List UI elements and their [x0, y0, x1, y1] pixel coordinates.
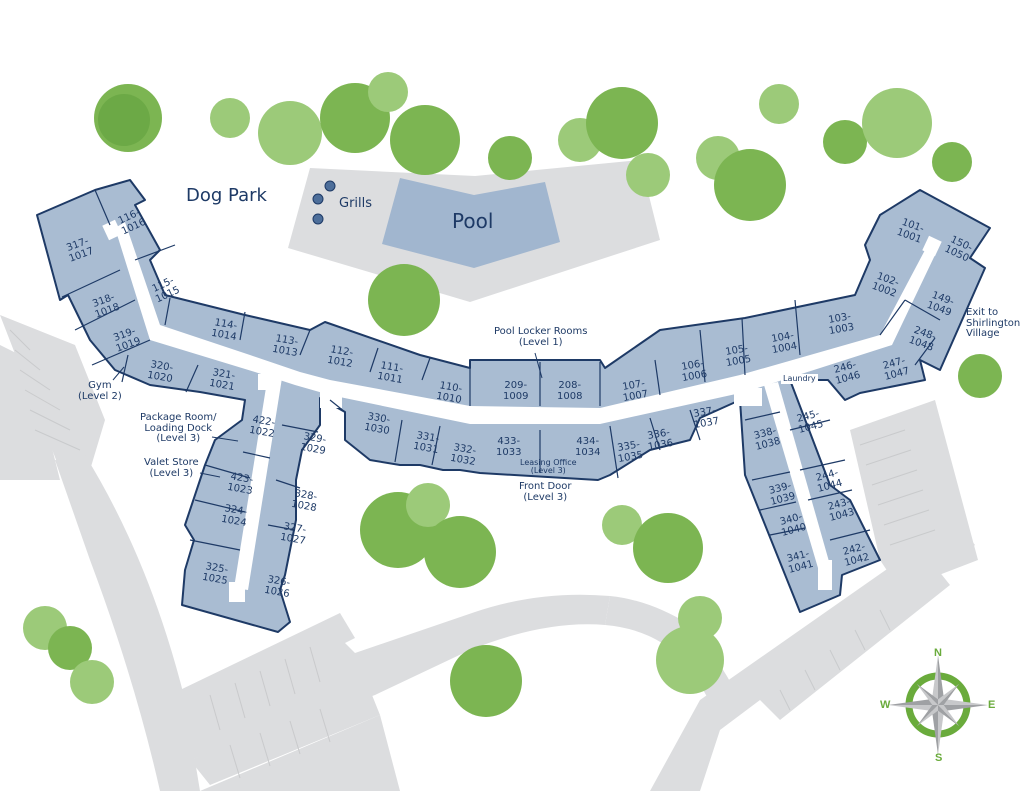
parking-stall-lines [9, 329, 936, 779]
unit-332-1032[interactable]: 332-1032 [449, 442, 477, 468]
unit-325-1025[interactable]: 325-1025 [201, 561, 229, 587]
compass-north: N [934, 647, 942, 659]
compass-rose [888, 655, 988, 755]
gym-label: Gym (Level 2) [78, 380, 122, 402]
pool-label: Pool [452, 209, 494, 233]
compass-west: W [880, 699, 891, 711]
unit-327-1027[interactable]: 327-1027 [279, 521, 307, 547]
unit-336-1036[interactable]: 336-1036 [646, 427, 674, 453]
unit-107-1007[interactable]: 107-1007 [621, 378, 649, 404]
unit-331-1031[interactable]: 331-1031 [412, 430, 440, 456]
unit-328-1028[interactable]: 328-1028 [290, 488, 318, 514]
pool [382, 178, 560, 268]
unit-329-1029[interactable]: 329-1029 [299, 431, 327, 457]
unit-434-1034[interactable]: 434-1034 [575, 436, 601, 458]
unit-105-1005[interactable]: 105-1005 [724, 343, 752, 369]
unit-103-1003[interactable]: 103-1003 [827, 311, 855, 337]
parking-right [755, 400, 978, 720]
trees [23, 72, 1002, 717]
valet-store-label: Valet Store (Level 3) [144, 457, 199, 479]
unit-423-1023[interactable]: 423-1023 [226, 471, 254, 497]
front-door-label[interactable]: Front Door (Level 3) [519, 481, 572, 503]
unit-335-1035[interactable]: 335-1035 [616, 439, 644, 465]
laundry-label: Laundry [781, 374, 818, 385]
grills [312, 180, 336, 225]
unit-104-1004[interactable]: 104-1004 [770, 330, 798, 356]
pool-locker-rooms-label: Pool Locker Rooms (Level 1) [494, 326, 588, 348]
dog-park-label: Dog Park [186, 185, 267, 206]
unit-111-1011[interactable]: 111-1011 [376, 360, 404, 386]
unit-433-1033[interactable]: 433-1033 [496, 436, 522, 458]
parking-left [0, 315, 200, 791]
exit-to-shirlington-label[interactable]: Exit to Shirlington Village [966, 307, 1021, 339]
unit-106-1006[interactable]: 106-1006 [680, 358, 708, 384]
unit-324-1024[interactable]: 324-1024 [220, 503, 248, 529]
unit-330-1030[interactable]: 330-1030 [363, 411, 391, 437]
unit-110-1010[interactable]: 110-1010 [435, 380, 463, 406]
compass-south: S [935, 752, 943, 764]
unit-326-1026[interactable]: 326-1026 [263, 574, 291, 600]
apartment-building [36, 179, 991, 633]
grills-label: Grills [339, 196, 373, 211]
package-room-label: Package Room/ Loading Dock (Level 3) [140, 412, 217, 444]
unit-320-1020[interactable]: 320-1020 [146, 359, 174, 385]
leasing-office-label: Leasing Office (Level 3) [520, 458, 577, 476]
unit-112-1012[interactable]: 112-1012 [326, 344, 354, 370]
unit-208-1008[interactable]: 208-1008 [557, 380, 583, 402]
compass-east: E [988, 699, 996, 711]
unit-114-1014[interactable]: 114-1014 [210, 317, 238, 343]
leader-lines [112, 352, 543, 478]
unit-113-1013[interactable]: 113-1013 [271, 333, 299, 359]
unit-209-1009[interactable]: 209-1009 [503, 380, 529, 402]
unit-337-1037[interactable]: 337-1037 [692, 405, 720, 431]
unit-321-1021[interactable]: 321-1021 [208, 367, 236, 393]
unit-422-1022[interactable]: 422-1022 [248, 414, 276, 440]
